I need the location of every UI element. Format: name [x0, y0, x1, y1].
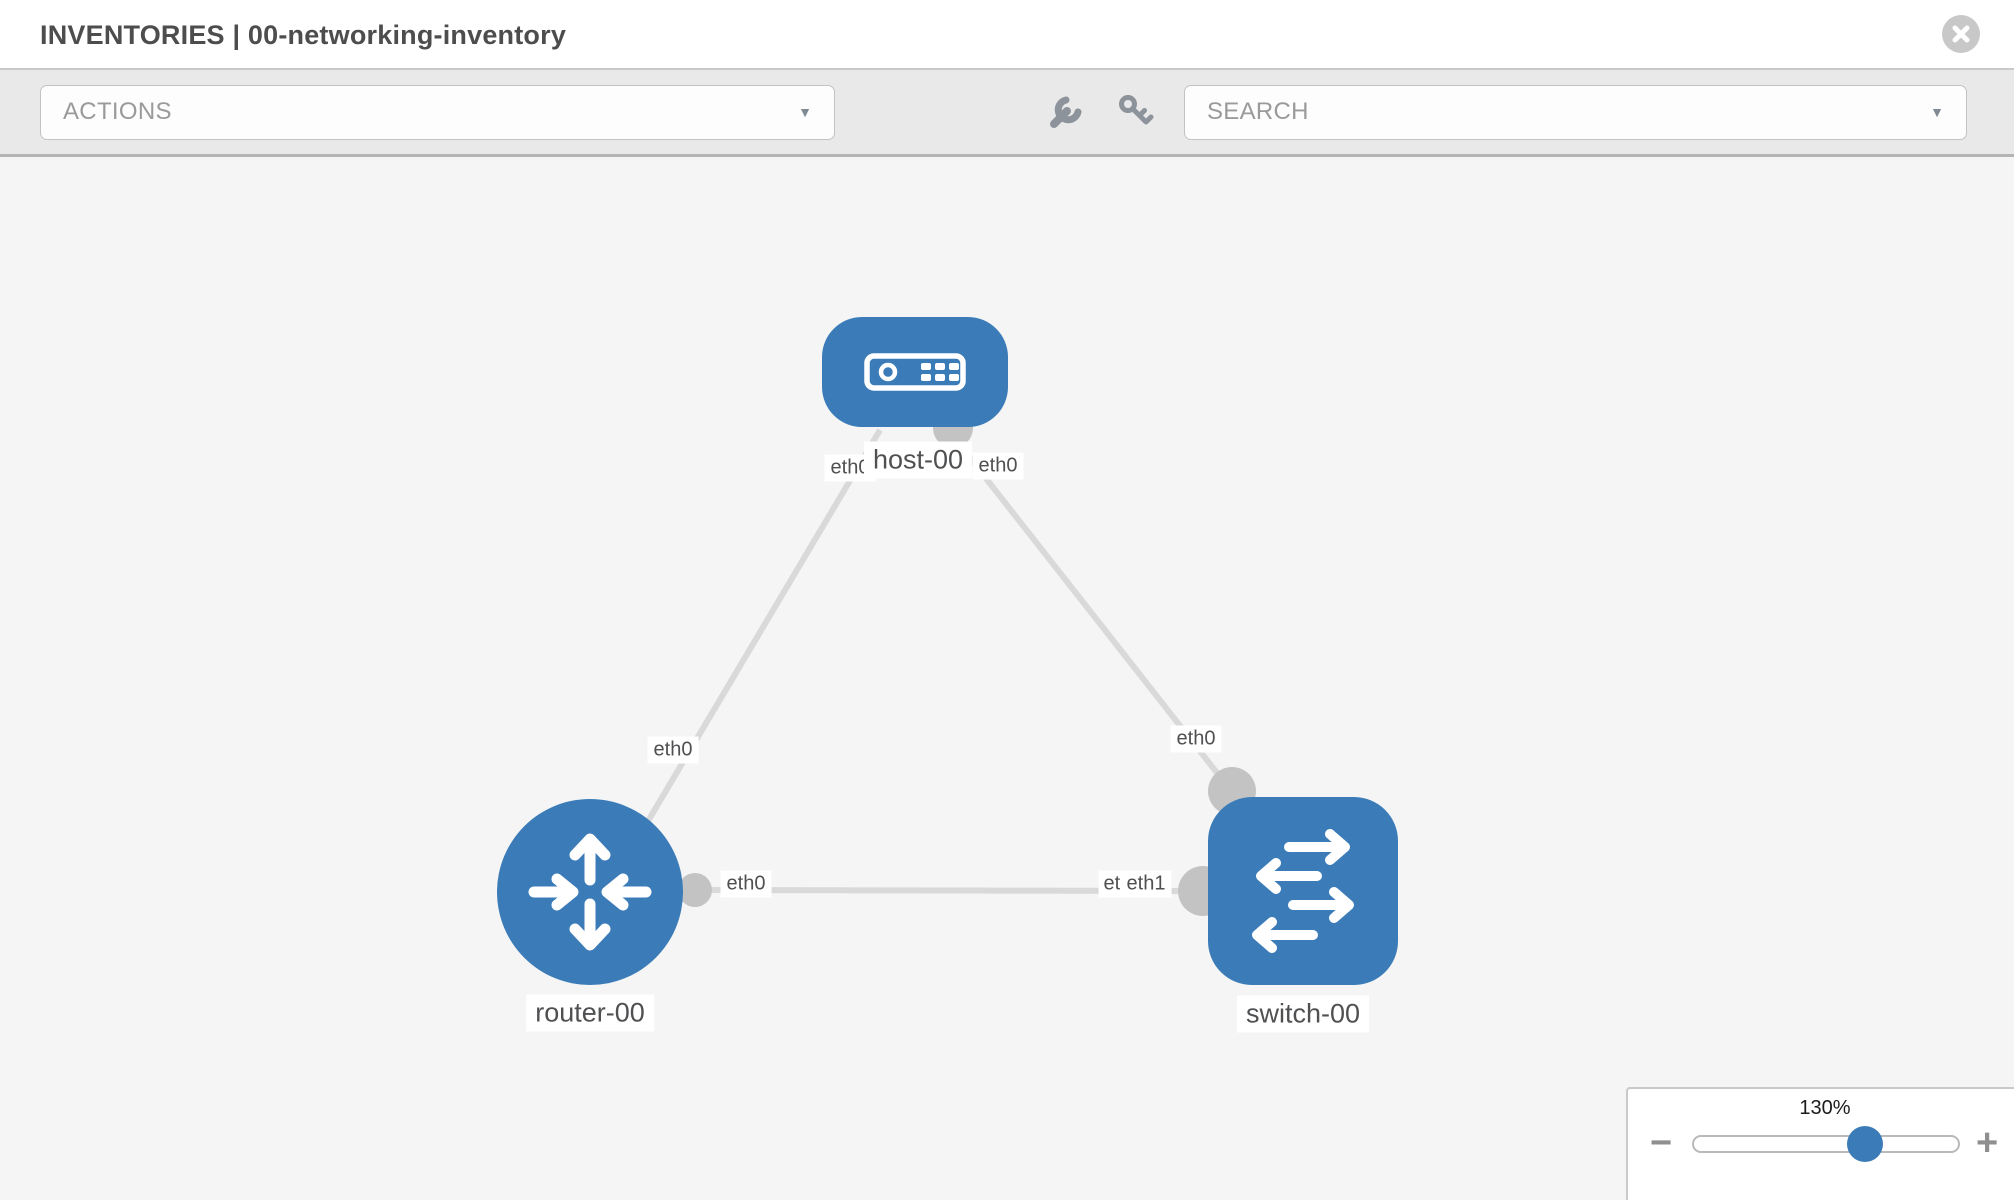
node-label-switch-00[interactable]: switch-00 [1236, 995, 1370, 1033]
zoom-level: 130% [1799, 1097, 1851, 1119]
node-label-host-00[interactable]: host-00 [863, 441, 973, 479]
wrench-icon [1050, 96, 1082, 128]
actions-dropdown[interactable]: ACTIONS ▼ [40, 84, 835, 140]
node-switch-00[interactable] [1208, 797, 1398, 985]
node-router-00[interactable] [497, 799, 683, 985]
zoom-in-button[interactable]: + [1976, 1122, 1999, 1164]
toolbar-tools [1046, 92, 1156, 132]
configure-button[interactable] [1046, 92, 1086, 132]
node-host-00[interactable] [822, 317, 1008, 427]
search-placeholder: SEARCH [1207, 98, 1309, 125]
zoom-panel: 130% − + [1626, 1087, 2014, 1200]
interface-label: eth1 [1120, 870, 1172, 898]
interface-label: eth0 [972, 452, 1024, 480]
interface-label: eth0 [1098, 870, 1125, 898]
interface-label-overlap: eth0 eth1 [1098, 870, 1172, 898]
actions-dropdown-label: ACTIONS [63, 98, 172, 125]
router-icon [528, 833, 652, 951]
credentials-button[interactable] [1116, 92, 1156, 132]
zoom-out-button[interactable]: − [1650, 1122, 1673, 1164]
header: INVENTORIES | 00-networking-inventory [0, 0, 2014, 70]
topology-canvas[interactable]: eth0 eth0 eth0 eth0 eth0 eth0 eth1 host-… [0, 157, 2014, 1200]
host-icon [864, 353, 966, 391]
node-label-router-00[interactable]: router-00 [526, 994, 654, 1032]
interface-label: eth0 [720, 870, 772, 898]
interface-label: eth0 [647, 736, 699, 764]
topology-graph [497, 317, 1398, 985]
page-title: INVENTORIES | 00-networking-inventory [40, 20, 567, 50]
interface-label: eth0 [1170, 725, 1222, 753]
zoom-slider-knob[interactable] [1847, 1126, 1883, 1162]
zoom-slider-track[interactable] [1692, 1135, 1960, 1153]
close-button[interactable] [1942, 15, 1980, 53]
close-icon [1952, 25, 1970, 43]
toolbar: ACTIONS ▼ SEARCH ▼ [0, 70, 2014, 157]
key-icon [1119, 95, 1154, 125]
chevron-down-icon: ▼ [1930, 104, 1944, 120]
interface-dot-router00[interactable] [678, 873, 712, 907]
search-dropdown[interactable]: SEARCH ▼ [1184, 84, 1967, 140]
switch-icon [1252, 829, 1354, 953]
chevron-down-icon: ▼ [798, 104, 812, 120]
